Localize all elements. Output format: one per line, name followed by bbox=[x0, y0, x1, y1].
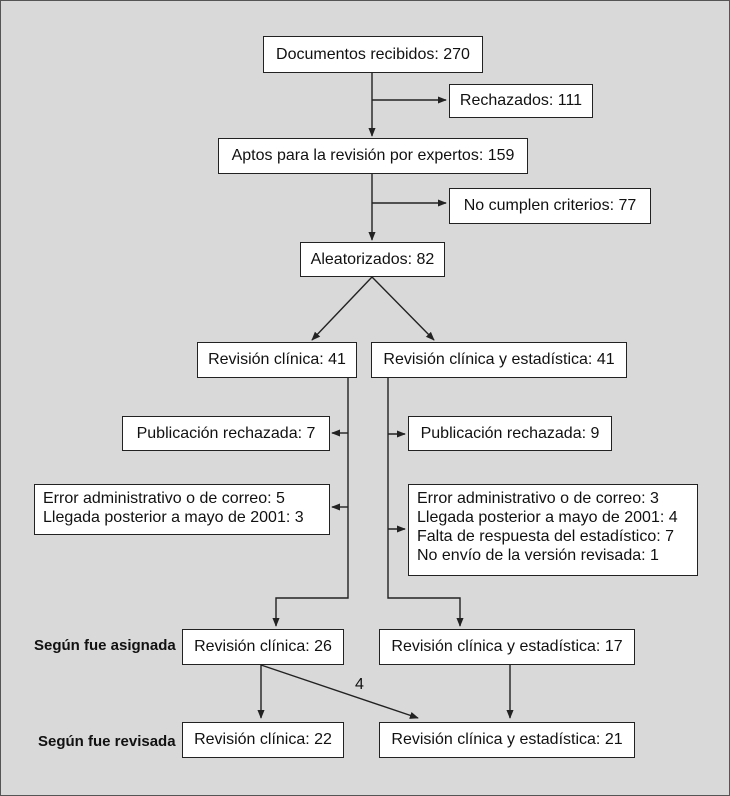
crossover-count: 4 bbox=[355, 676, 364, 693]
errors-left-line-2: Llegada posterior a mayo de 2001: 3 bbox=[43, 509, 304, 526]
left-branch-line bbox=[272, 377, 349, 627]
label-assigned: Según fue asignada bbox=[34, 637, 176, 654]
errors-right-box: Error administrativo o de correo: 3 Lleg… bbox=[408, 484, 698, 576]
arrow-to-clinical bbox=[311, 276, 373, 341]
errors-right-line-4: No envío de la versión revisada: 1 bbox=[417, 547, 659, 564]
reviewed-clinical-box: Revisión clínica: 22 bbox=[182, 722, 344, 758]
errors-left-box: Error administrativo o de correo: 5 Lleg… bbox=[34, 484, 330, 535]
apt-box: Aptos para la revisión por expertos: 159 bbox=[218, 138, 528, 174]
randomized-box: Aleatorizados: 82 bbox=[300, 242, 445, 277]
pub-rejected-right-box: Publicación rechazada: 9 bbox=[408, 416, 612, 451]
errors-right-line-2: Llegada posterior a mayo de 2001: 4 bbox=[417, 509, 678, 526]
errors-left-line-1: Error administrativo o de correo: 5 bbox=[43, 490, 285, 507]
reviewed-clinical-stat-box: Revisión clínica y estadística: 21 bbox=[379, 722, 635, 758]
assigned-clinical-stat-box: Revisión clínica y estadística: 17 bbox=[379, 629, 635, 665]
right-branch-line bbox=[387, 377, 464, 627]
arrow-crossover bbox=[260, 664, 419, 719]
pub-rejected-left-box: Publicación rechazada: 7 bbox=[122, 416, 330, 451]
clinical-box: Revisión clínica: 41 bbox=[197, 342, 357, 378]
no-criteria-box: No cumplen criterios: 77 bbox=[449, 188, 651, 224]
rejected-box: Rechazados: 111 bbox=[449, 84, 593, 118]
label-reviewed: Según fue revisada bbox=[38, 733, 176, 750]
clinical-stat-box: Revisión clínica y estadística: 41 bbox=[371, 342, 627, 378]
arrow-to-clinical-stat bbox=[371, 276, 435, 341]
errors-right-line-1: Error administrativo o de correo: 3 bbox=[417, 490, 659, 507]
errors-right-line-3: Falta de respuesta del estadístico: 7 bbox=[417, 528, 675, 545]
assigned-clinical-box: Revisión clínica: 26 bbox=[182, 629, 344, 665]
received-box: Documentos recibidos: 270 bbox=[263, 36, 483, 73]
